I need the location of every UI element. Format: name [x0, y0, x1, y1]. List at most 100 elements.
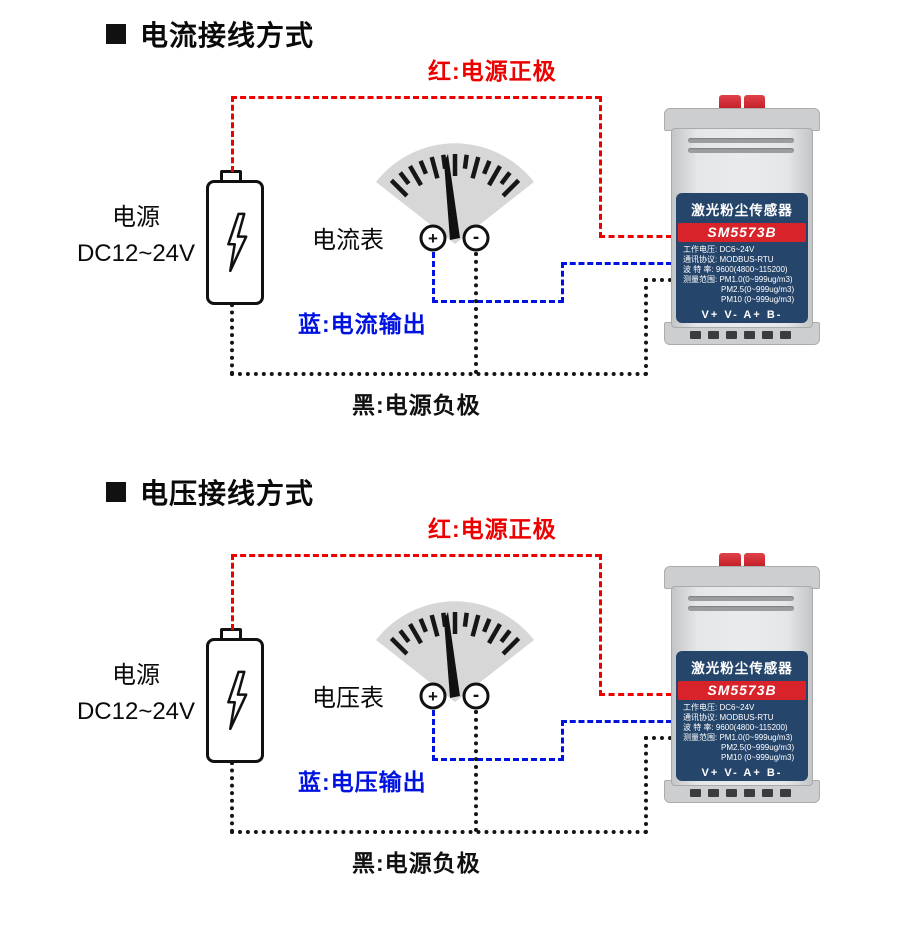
dust-sensor-device: 激光粉尘传感器 SM5573B 工作电压: DC6~24V 通讯协议: MODB…: [663, 553, 821, 805]
sensor-label-panel: 激光粉尘传感器 SM5573B 工作电压: DC6~24V 通讯协议: MODB…: [676, 193, 808, 323]
black-wire-segment: [644, 278, 648, 376]
vent-slot: [688, 138, 794, 143]
sensor-body: 激光粉尘传感器 SM5573B 工作电压: DC6~24V 通讯协议: MODB…: [671, 586, 813, 786]
power-range: DC12~24V: [76, 240, 196, 267]
terminal-slot: [690, 789, 701, 797]
terminal-slot: [780, 789, 791, 797]
meter-fan: [376, 601, 534, 702]
minus-sign: -: [473, 685, 479, 706]
lightning-bolt-icon: [227, 670, 248, 731]
lightning-bolt-icon: [227, 212, 248, 273]
sensor-name: 激光粉尘传感器: [691, 203, 793, 218]
black-wire-segment: [644, 278, 672, 282]
sensor-terminal-slots: [690, 789, 791, 797]
meter-label: 电流表: [312, 227, 384, 254]
spec-line: PM10 (0~999ug/m3): [721, 295, 795, 304]
section-title: 电流接线方式: [106, 14, 314, 54]
title-bullet-square: [106, 482, 126, 502]
wire-label-negative: 黑:电源负极: [352, 392, 481, 418]
red-wire-segment: [231, 96, 234, 172]
vent-slot: [688, 596, 794, 601]
red-wire-segment: [599, 554, 602, 696]
black-wire-segment: [230, 830, 648, 834]
power-range: DC12~24V: [76, 698, 196, 725]
analog-meter-icon: + -: [376, 601, 534, 710]
blue-wire-segment: [561, 720, 672, 723]
terminal-slot: [744, 331, 755, 339]
red-wire-segment: [599, 235, 672, 238]
spec-line: 测量范围: PM1.0(0~999ug/m3): [683, 733, 793, 742]
terminal-slot: [726, 331, 737, 339]
spec-line: 工作电压: DC6~24V: [683, 245, 755, 254]
terminal-slot: [744, 789, 755, 797]
terminal-slot: [780, 331, 791, 339]
spec-line: 波 特 率: 9600(4800~115200): [683, 265, 788, 274]
blue-wire-segment: [432, 252, 435, 303]
power-name: 电源: [112, 204, 160, 231]
sensor-model-banner: SM5573B: [678, 223, 806, 242]
sensor-terminals: V+ V- A+ B-: [701, 767, 783, 779]
red-wire-segment: [599, 693, 672, 696]
meter-label: 电压表: [312, 685, 384, 712]
spec-line: PM2.5(0~999ug/m3): [721, 285, 795, 294]
meter-terminal-plus: [419, 224, 447, 252]
meter-fan: [376, 143, 534, 244]
spec-line: 工作电压: DC6~24V: [683, 703, 755, 712]
spec-line: 测量范围: PM1.0(0~999ug/m3): [683, 275, 793, 284]
terminal-slot: [762, 331, 773, 339]
meter-needle: [444, 154, 460, 240]
vent-slot: [688, 148, 794, 153]
power-supply-label: 电源 DC12~24V: [62, 200, 210, 272]
blue-wire-segment: [561, 262, 564, 303]
black-wire-segment: [474, 252, 478, 374]
black-wire-segment: [230, 303, 234, 375]
sensor-model-banner: SM5573B: [678, 681, 806, 700]
spec-line: 波 特 率: 9600(4800~115200): [683, 723, 788, 732]
spec-line: PM10 (0~999ug/m3): [721, 753, 795, 762]
sensor-body: 激光粉尘传感器 SM5573B 工作电压: DC6~24V 通讯协议: MODB…: [671, 128, 813, 328]
analog-meter-icon: + -: [376, 143, 534, 252]
red-wire-segment: [231, 96, 601, 99]
meter-terminal-minus: [462, 224, 490, 252]
black-wire-segment: [474, 710, 478, 832]
blue-wire-segment: [561, 720, 564, 761]
sensor-name: 激光粉尘传感器: [691, 661, 793, 676]
vent-slot: [688, 606, 794, 611]
wire-label-output: 蓝:电压输出: [298, 769, 427, 795]
sensor-specs: 工作电压: DC6~24V 通讯协议: MODBUS-RTU 波 特 率: 96…: [676, 245, 808, 305]
terminal-slot: [708, 331, 719, 339]
blue-wire-segment: [432, 300, 564, 303]
plus-sign: +: [428, 687, 438, 706]
black-wire-segment: [230, 761, 234, 833]
terminal-slot: [762, 789, 773, 797]
wire-label-positive: 红:电源正极: [428, 516, 557, 542]
spec-line: PM2.5(0~999ug/m3): [721, 743, 795, 752]
plus-sign: +: [428, 229, 438, 248]
sensor-terminals: V+ V- A+ B-: [701, 309, 783, 321]
terminal-slot: [690, 331, 701, 339]
battery-icon: [206, 180, 264, 305]
black-wire-segment: [644, 736, 648, 834]
blue-wire-segment: [432, 758, 564, 761]
power-supply-label: 电源 DC12~24V: [62, 658, 210, 730]
meter-needle: [444, 612, 460, 698]
dust-sensor-device: 激光粉尘传感器 SM5573B 工作电压: DC6~24V 通讯协议: MODB…: [663, 95, 821, 347]
spec-line: 通讯协议: MODBUS-RTU: [683, 713, 774, 722]
sensor-terminal-slots: [690, 331, 791, 339]
wire-label-negative: 黑:电源负极: [352, 850, 481, 876]
battery-icon: [206, 638, 264, 763]
voltage-wiring-section: 电压接线方式 红:电源正极 蓝:电压输出 黑:电源负极 电源 DC12~24V …: [0, 458, 900, 918]
section-title: 电压接线方式: [106, 472, 314, 512]
sensor-specs: 工作电压: DC6~24V 通讯协议: MODBUS-RTU 波 特 率: 96…: [676, 703, 808, 763]
section-title-text: 电压接线方式: [140, 478, 315, 509]
minus-sign: -: [473, 227, 479, 248]
red-wire-segment: [599, 96, 602, 238]
wire-label-output: 蓝:电流输出: [298, 311, 427, 337]
black-wire-segment: [644, 736, 672, 740]
black-wire-segment: [230, 372, 648, 376]
power-name: 电源: [112, 662, 160, 689]
wire-label-positive: 红:电源正极: [428, 58, 557, 84]
blue-wire-segment: [561, 262, 672, 265]
current-wiring-section: 电流接线方式 红:电源正极 蓝:电流输出 黑:电源负极 电源 DC12~24V …: [0, 0, 900, 460]
